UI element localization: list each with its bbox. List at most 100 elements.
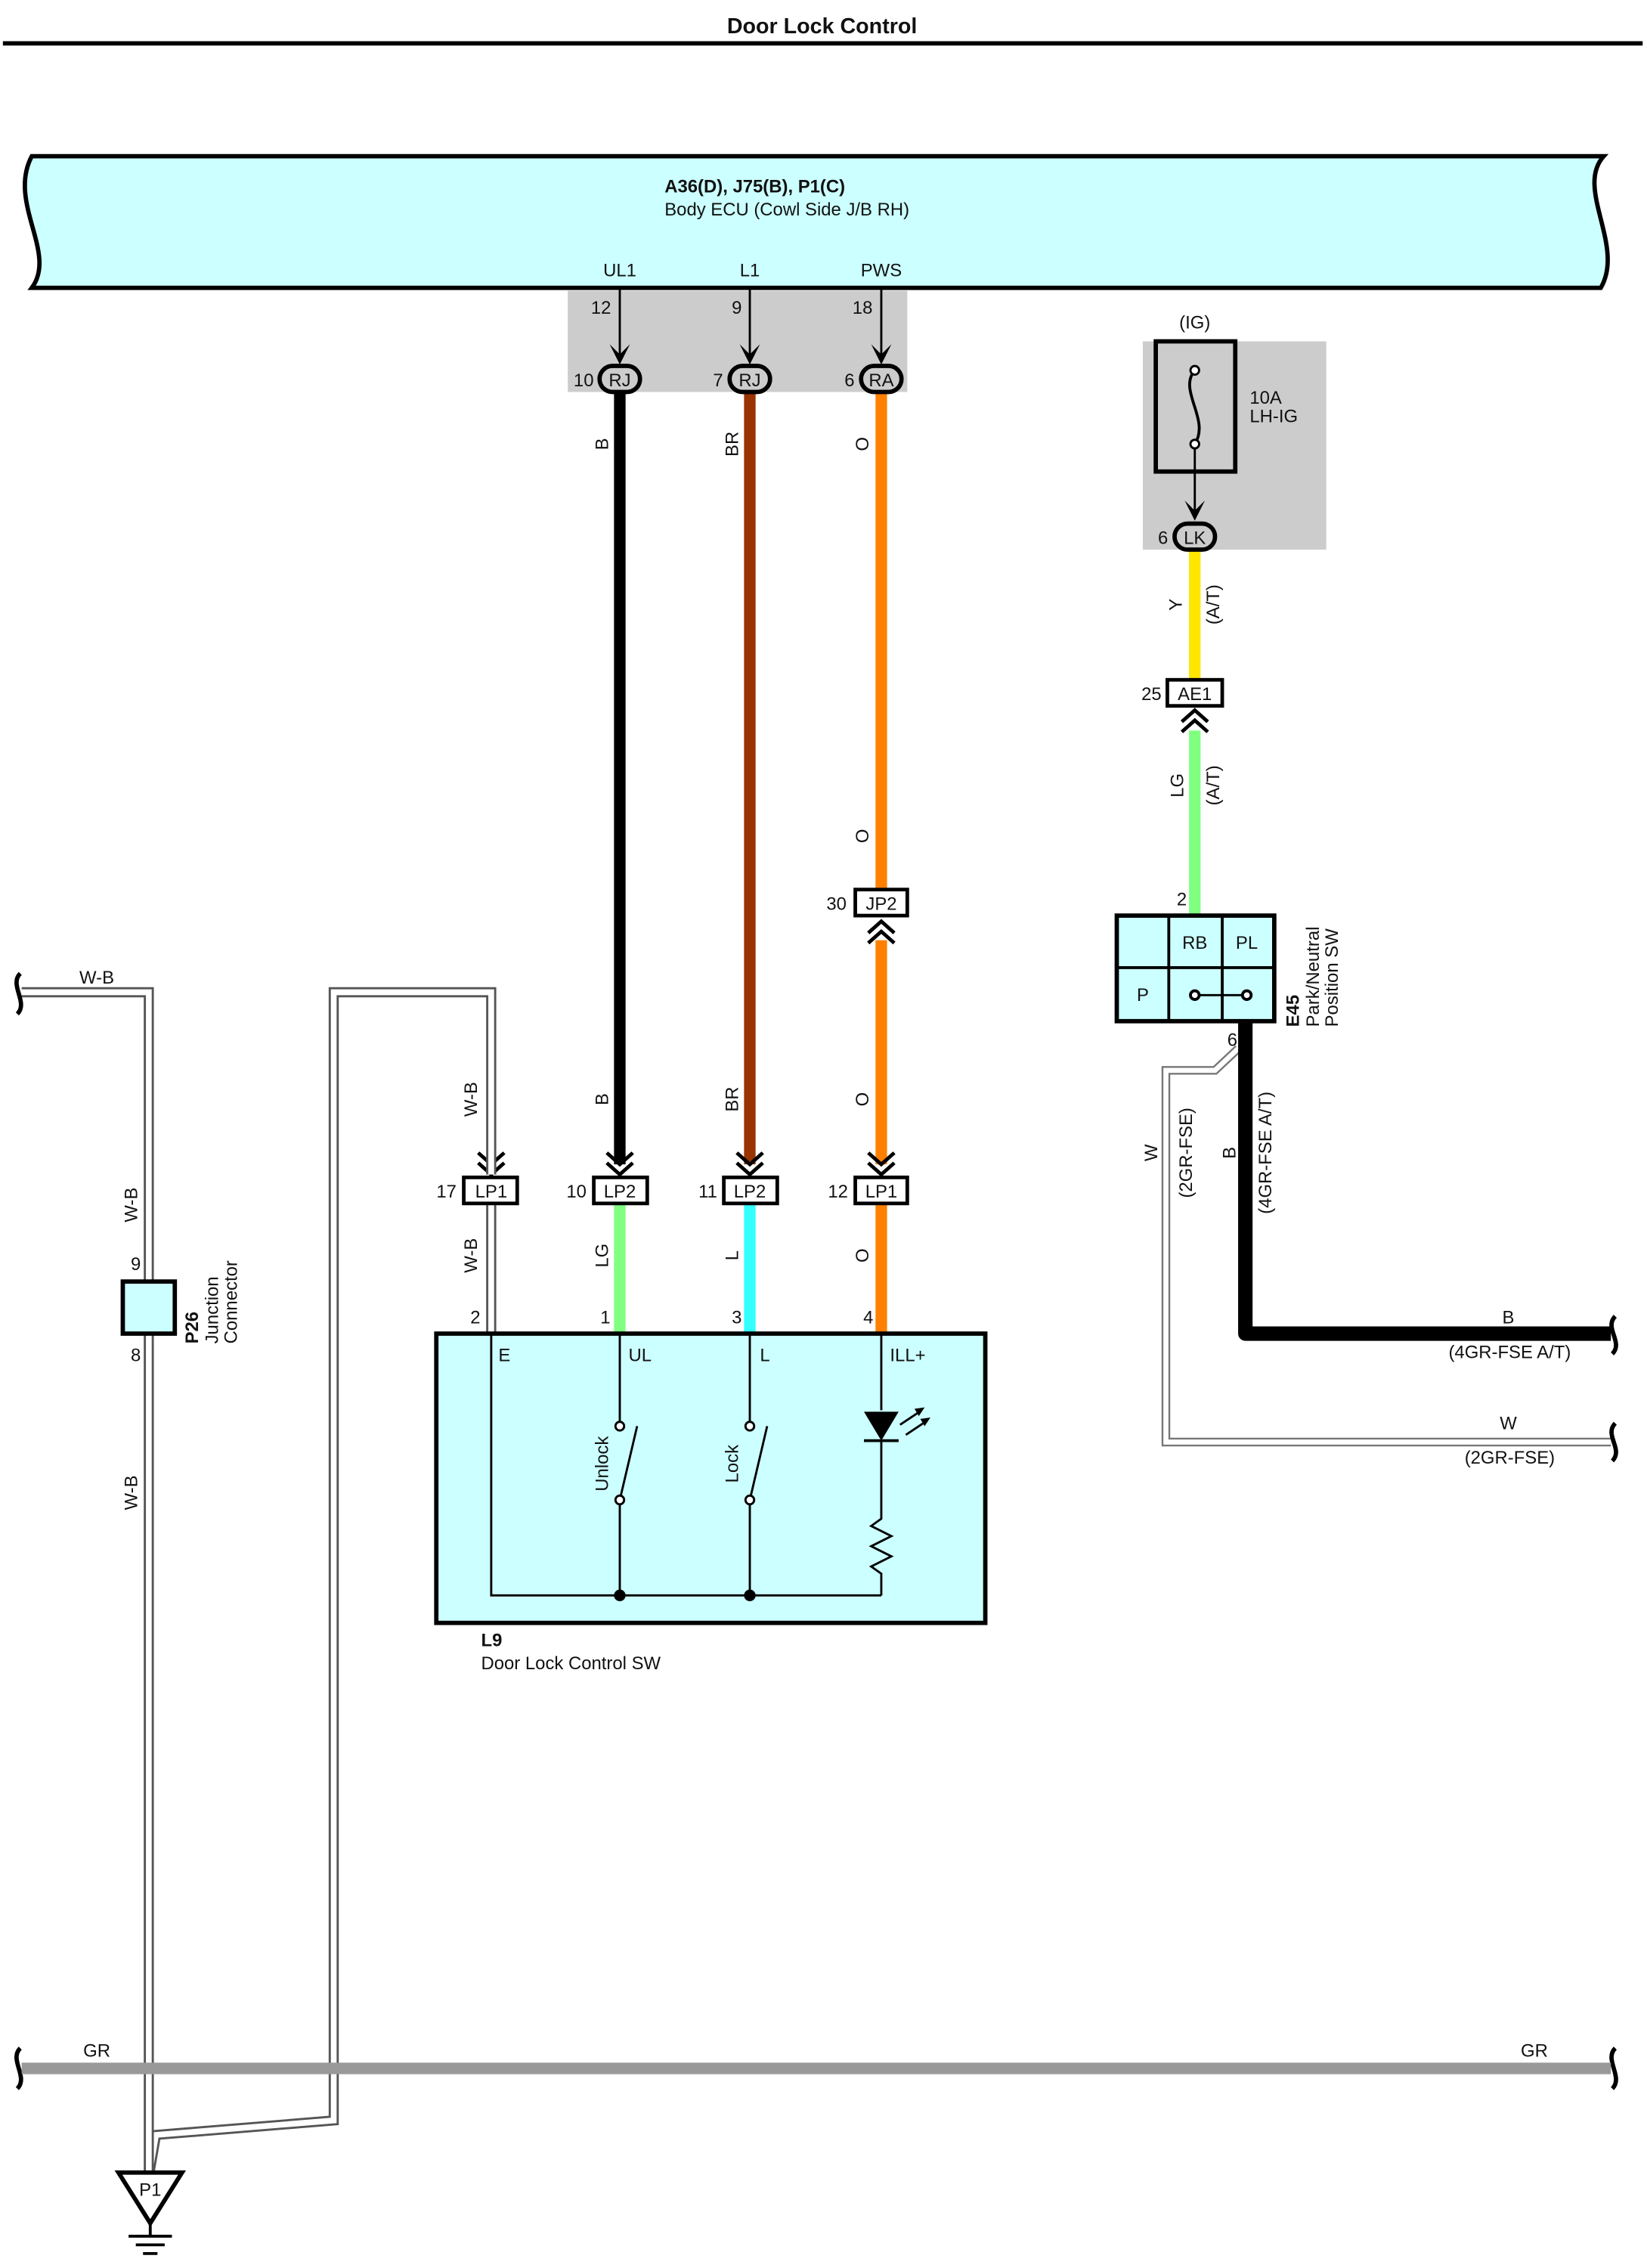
double-chevron-icon xyxy=(867,919,896,945)
wire-color-label: GR xyxy=(83,2041,110,2062)
connector-label: RA xyxy=(868,370,893,391)
switch-contact-icon xyxy=(1189,989,1253,1001)
ecu-pin-name: UL1 xyxy=(603,260,636,280)
wire-white-black xyxy=(21,987,497,2178)
jp2-label: JP2 xyxy=(865,894,896,914)
wire-color-label: O xyxy=(853,1092,873,1107)
wire-color-label: O xyxy=(853,829,873,844)
ecu-connectors: A36(D), J75(B), P1(C) xyxy=(664,176,845,197)
ecu-connector xyxy=(597,364,904,395)
connector-pin: 10 xyxy=(574,370,594,391)
ecu-pin-number: 12 xyxy=(591,298,611,318)
ground-icon xyxy=(114,2170,187,2255)
ecu-pin-name: L1 xyxy=(740,260,760,280)
wire-color-label: W-B xyxy=(461,1082,481,1117)
wire-color-label: W-B xyxy=(122,1475,142,1510)
e45-code: E45 xyxy=(1283,995,1303,1027)
ae1-connector xyxy=(1166,677,1224,708)
wire-color-label: W xyxy=(1500,1413,1517,1433)
connector-pin: 7 xyxy=(713,370,723,391)
l9-pin-name: E xyxy=(498,1345,510,1365)
l9-pin-name: L xyxy=(760,1345,769,1365)
p26-code: P26 xyxy=(182,1312,203,1344)
connector-label: LK xyxy=(1184,528,1206,548)
switch-contact-icon xyxy=(614,1421,756,1506)
wire-color-label: W-B xyxy=(461,1238,481,1273)
ecu-pin-name: PWS xyxy=(861,260,902,280)
e45-cell: PL xyxy=(1236,933,1258,953)
led-icon xyxy=(864,1407,930,1442)
junction-dot-icon xyxy=(614,1589,756,1601)
fuse-icon xyxy=(1188,369,1201,445)
p26-name: Junction xyxy=(203,1276,223,1343)
l9-pin-name: UL xyxy=(628,1345,652,1365)
lp-label: LP2 xyxy=(604,1182,636,1202)
double-chevron-icon xyxy=(1180,708,1209,733)
fuse-rating: 10A xyxy=(1249,388,1282,408)
switch-label-lock: Lock xyxy=(723,1445,743,1483)
ground-point: P1 xyxy=(139,2180,161,2200)
lp-pin: 11 xyxy=(698,1182,717,1202)
body-ecu-box xyxy=(23,153,1610,290)
wire-color-label: Y xyxy=(1166,599,1187,611)
e45-cell: RB xyxy=(1182,933,1207,953)
lp-label: LP2 xyxy=(734,1182,766,1202)
jp2-connector xyxy=(853,888,909,918)
l9-code: L9 xyxy=(481,1630,502,1650)
jp2-pin: 30 xyxy=(826,894,847,914)
wire-black xyxy=(1238,1021,1611,1341)
wire-color-label: BR xyxy=(723,432,743,457)
wire-color-label: W-B xyxy=(79,968,114,988)
e45-pin: 2 xyxy=(1177,890,1187,910)
ecu-pin-number: 9 xyxy=(732,298,741,318)
wire-note: (A/T) xyxy=(1203,765,1224,805)
wire-note: (2GR-FSE) xyxy=(1176,1108,1197,1198)
wire-color-label: B xyxy=(1219,1147,1240,1159)
e45-name: Position SW xyxy=(1322,928,1342,1027)
wire-color-label: W xyxy=(1141,1144,1162,1161)
lp-pin: 12 xyxy=(828,1182,848,1202)
wire-color-label: B xyxy=(593,1093,613,1105)
l9-pin-number: 1 xyxy=(600,1308,610,1328)
double-chevron-icon xyxy=(477,1151,896,1177)
p26-pin: 8 xyxy=(131,1345,141,1365)
lk-connector xyxy=(1172,521,1218,552)
lp-label: LP1 xyxy=(475,1182,507,1202)
ecu-name: Body ECU (Cowl Side J/B RH) xyxy=(664,200,909,220)
wire-note: (2GR-FSE) xyxy=(1465,1448,1555,1468)
connector-pin: 6 xyxy=(1158,528,1168,548)
fuse-group: (IG) xyxy=(1179,312,1210,333)
wire-color-label: B xyxy=(1503,1308,1515,1328)
l9-name: Door Lock Control SW xyxy=(481,1653,661,1674)
switch-label-unlock: Unlock xyxy=(593,1436,613,1492)
page-title: Door Lock Control xyxy=(727,14,918,39)
lp-pin: 10 xyxy=(566,1182,587,1202)
wire-color-label: B xyxy=(593,438,613,450)
p26-name: Connector xyxy=(221,1260,241,1343)
e45-cell: P xyxy=(1137,985,1149,1005)
p26-pin: 9 xyxy=(131,1254,141,1275)
wire-note: (4GR-FSE A/T) xyxy=(1255,1092,1276,1214)
l9-pin-name: ILL+ xyxy=(890,1345,925,1365)
fuse-name: LH-IG xyxy=(1249,407,1298,427)
wire-note: (4GR-FSE A/T) xyxy=(1448,1343,1571,1363)
ae1-label: AE1 xyxy=(1178,684,1212,705)
e45-name: Park/Neutral xyxy=(1303,927,1323,1027)
door-lock-control-sw-box xyxy=(434,1331,988,1625)
l9-pin-number: 3 xyxy=(732,1308,741,1328)
wire-white xyxy=(1161,1045,1611,1447)
lp-pin: 17 xyxy=(436,1182,457,1202)
wire-color-label: BR xyxy=(723,1086,743,1111)
wire-color-label: GR xyxy=(1521,2041,1548,2062)
connector-label: RJ xyxy=(738,370,760,391)
wire-color-label: L xyxy=(723,1250,743,1260)
connector-pin: 6 xyxy=(844,370,854,391)
continuation-break-icon xyxy=(14,971,1618,2090)
wire-color-label: LG xyxy=(593,1244,613,1268)
l9-pin-number: 2 xyxy=(470,1308,480,1328)
wire-color-label: LG xyxy=(1167,773,1187,798)
e45-pin: 6 xyxy=(1228,1030,1237,1050)
connector-label: RJ xyxy=(608,370,630,391)
lp-connector xyxy=(462,1176,909,1206)
